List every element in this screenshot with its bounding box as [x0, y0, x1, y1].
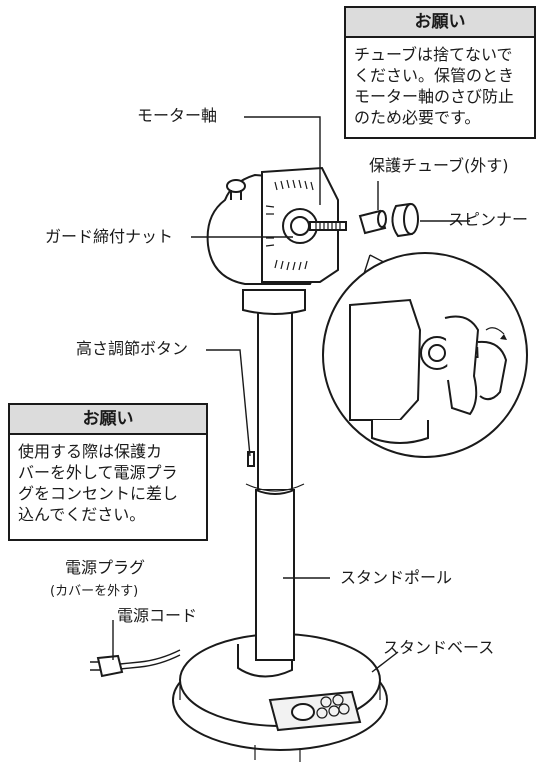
- power-cord-drawing: [90, 649, 181, 678]
- notice-body: 使用する際は保護カ バーを外して電源プラ グをコンセントに差し 込んでください。: [18, 442, 179, 524]
- label-stand-pole: スタンドポール: [340, 568, 453, 587]
- notice-title: お願い: [346, 8, 534, 38]
- stand-pole-drawing: [242, 289, 306, 661]
- label-stand-base: スタンドベース: [383, 638, 495, 657]
- label-guard-nut: ガード締付ナット: [45, 227, 174, 246]
- notice-box-top: お願い チューブは捨てないで ください。保管のとき モーター軸のさび防止 のため…: [344, 6, 536, 139]
- label-power-plug-note: (カバーを外す): [50, 584, 139, 599]
- zoom-callout-drawing: [322, 252, 528, 458]
- notice-body: チューブは捨てないで ください。保管のとき モーター軸のさび防止 のため必要です…: [354, 45, 515, 127]
- notice-box-left: お願い 使用する際は保護カ バーを外して電源プラ グをコンセントに差し 込んでく…: [8, 403, 208, 541]
- label-power-plug: 電源プラグ: [65, 558, 146, 577]
- stand-base-drawing: [172, 633, 388, 762]
- label-power-cord: 電源コード: [117, 606, 198, 625]
- leader-lines: [112, 116, 470, 673]
- notice-title: お願い: [10, 405, 206, 435]
- spinner-drawing: [391, 202, 419, 238]
- label-protective-tube: 保護チューブ(外す): [369, 156, 509, 175]
- label-motor-shaft: モーター軸: [137, 106, 218, 125]
- label-spinner: スピンナー: [448, 210, 529, 229]
- label-height-button: 高さ調節ボタン: [76, 339, 189, 358]
- protective-tube-drawing: [358, 209, 387, 235]
- motor-head-drawing: [206, 166, 347, 285]
